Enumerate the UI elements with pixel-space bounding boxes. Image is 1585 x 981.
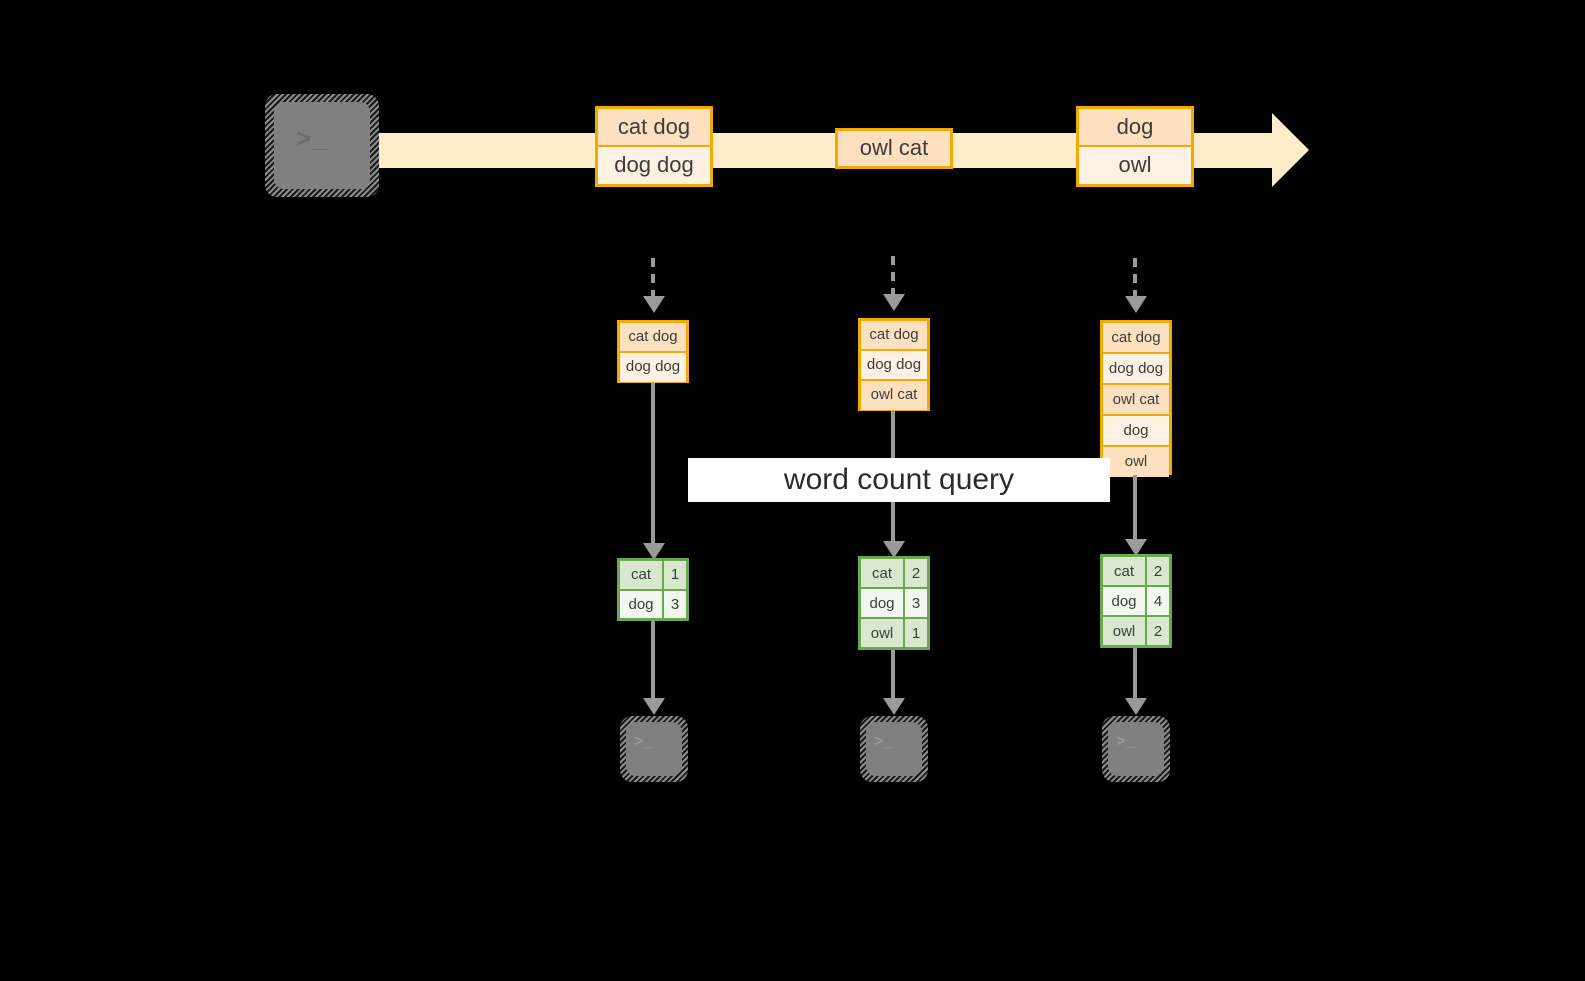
table-to-result-arrowhead <box>1125 539 1147 556</box>
stream-arrowhead <box>1272 113 1309 187</box>
result-count-cell: 3 <box>664 590 686 618</box>
result-table-row: owl 2 <box>1103 617 1169 645</box>
stream-to-table-arrowhead <box>883 294 905 311</box>
terminal-face <box>274 102 370 189</box>
result-to-consumer-connector <box>651 621 655 698</box>
result-word-cell: dog <box>861 589 905 617</box>
stream-to-table-connector <box>891 256 895 294</box>
input-table-row: dog dog <box>861 351 927 381</box>
stream-event-line: dog dog <box>598 147 710 184</box>
result-word-cell: cat <box>620 561 664 589</box>
stream-event-box[interactable]: dog owl <box>1076 106 1194 187</box>
stream-event-box[interactable]: cat dog dog dog <box>595 106 713 187</box>
accumulated-input-table[interactable]: cat dog dog dog owl cat dog owl <box>1100 320 1172 477</box>
terminal-prompt-icon: >_ <box>1116 733 1137 750</box>
terminal-face <box>866 722 922 776</box>
input-table-row: cat dog <box>620 323 686 353</box>
table-to-result-connector <box>651 383 655 543</box>
result-table[interactable]: cat 2 dog 3 owl 1 <box>858 556 930 650</box>
result-table-row: cat 2 <box>1103 557 1169 587</box>
result-word-cell: owl <box>1103 617 1147 645</box>
result-count-cell: 1 <box>905 619 927 647</box>
result-word-cell: owl <box>861 619 905 647</box>
result-word-cell: cat <box>1103 557 1147 585</box>
result-word-cell: dog <box>620 590 664 618</box>
stream-to-table-connector <box>1133 258 1137 296</box>
result-table-row: cat 2 <box>861 559 927 589</box>
input-table-row: owl cat <box>861 381 927 410</box>
result-count-cell: 2 <box>1147 557 1169 585</box>
terminal-prompt-icon: >_ <box>634 733 655 750</box>
consumer-terminal[interactable]: >_ <box>1102 716 1170 782</box>
result-word-cell: dog <box>1103 587 1147 615</box>
input-table-row: owl <box>1103 447 1169 477</box>
producer-terminal[interactable]: >_ <box>265 94 379 197</box>
result-count-cell: 4 <box>1147 587 1169 615</box>
result-count-cell: 1 <box>664 561 686 589</box>
result-to-consumer-arrowhead <box>1125 698 1147 715</box>
input-table-row: dog dog <box>1103 354 1169 385</box>
result-table-row: dog 3 <box>861 589 927 619</box>
stream-event-line: owl cat <box>838 131 950 166</box>
result-table[interactable]: cat 1 dog 3 <box>617 558 689 621</box>
input-table-row: cat dog <box>861 321 927 351</box>
table-to-result-arrowhead <box>883 541 905 558</box>
result-to-consumer-arrowhead <box>643 698 665 715</box>
result-to-consumer-connector <box>1133 648 1137 698</box>
input-table-row: dog <box>1103 416 1169 447</box>
input-table-row: owl cat <box>1103 385 1169 416</box>
consumer-terminal[interactable]: >_ <box>620 716 688 782</box>
terminal-face <box>1108 722 1164 776</box>
accumulated-input-table[interactable]: cat dog dog dog <box>617 320 689 383</box>
result-to-consumer-connector <box>891 650 895 698</box>
result-count-cell: 2 <box>1147 617 1169 645</box>
result-table-row: owl 1 <box>861 619 927 647</box>
result-count-cell: 2 <box>905 559 927 587</box>
stream-to-table-arrowhead <box>1125 296 1147 313</box>
result-to-consumer-arrowhead <box>883 698 905 715</box>
stream-to-table-arrowhead <box>643 296 665 313</box>
terminal-prompt-icon: >_ <box>874 733 895 750</box>
query-label: word count query <box>688 458 1110 502</box>
input-table-row: cat dog <box>1103 323 1169 354</box>
result-word-cell: cat <box>861 559 905 587</box>
stream-event-box[interactable]: owl cat <box>835 128 953 169</box>
result-table-row: dog 3 <box>620 590 686 618</box>
table-to-result-arrowhead <box>643 543 665 560</box>
terminal-face <box>626 722 682 776</box>
stream-event-line: owl <box>1079 147 1191 184</box>
input-table-row: dog dog <box>620 353 686 382</box>
result-table-row: cat 1 <box>620 561 686 591</box>
stream-event-line: dog <box>1079 109 1191 147</box>
query-label-text: word count query <box>783 463 1015 496</box>
result-table[interactable]: cat 2 dog 4 owl 2 <box>1100 554 1172 648</box>
stream-to-table-connector <box>651 258 655 296</box>
table-to-result-connector <box>1133 475 1137 539</box>
result-table-row: dog 4 <box>1103 587 1169 617</box>
result-count-cell: 3 <box>905 589 927 617</box>
terminal-prompt-icon: >_ <box>296 123 328 153</box>
consumer-terminal[interactable]: >_ <box>860 716 928 782</box>
stream-event-line: cat dog <box>598 109 710 147</box>
accumulated-input-table[interactable]: cat dog dog dog owl cat <box>858 318 930 411</box>
